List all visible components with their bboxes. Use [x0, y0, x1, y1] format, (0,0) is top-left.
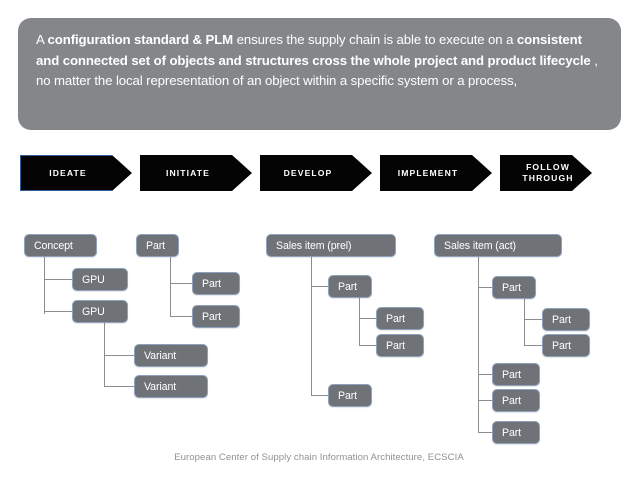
tree-node[interactable]: Part — [492, 421, 540, 444]
process-step-implement[interactable]: IMPLEMENT — [380, 155, 492, 191]
tree-node[interactable]: Concept — [24, 234, 97, 257]
tree-connector — [478, 432, 492, 433]
tree-node[interactable]: Part — [542, 334, 590, 357]
banner-run-4: , no matter the local representation of … — [36, 52, 598, 89]
tree-connector — [170, 316, 192, 317]
tree-node-label: Sales item (prel) — [276, 239, 352, 252]
tree-connector — [524, 319, 542, 320]
tree-node-label: Part — [552, 339, 572, 352]
tree-node[interactable]: Part — [542, 308, 590, 331]
tree-node[interactable]: Part — [492, 276, 536, 299]
tree-node[interactable]: GPU — [72, 268, 128, 291]
tree-node[interactable]: Part — [328, 384, 372, 407]
tree-connector — [104, 386, 134, 387]
tree-node-label: Part — [386, 339, 406, 352]
tree-connector — [104, 355, 134, 356]
process-step-label: INITIATE — [166, 167, 210, 178]
tree-node-label: Part — [502, 281, 522, 294]
tree-connector — [311, 257, 312, 396]
tree-node[interactable]: Variant — [134, 344, 208, 367]
banner-run-2: ensures the supply chain is able to exec… — [233, 32, 517, 47]
tree-connector — [44, 257, 45, 314]
process-step-label: IDEATE — [49, 167, 87, 178]
banner-run-0: A — [36, 32, 48, 47]
tree-node[interactable]: GPU — [72, 300, 128, 323]
summary-banner-text: A configuration standard & PLM ensures t… — [36, 30, 603, 92]
tree-connector — [311, 286, 328, 287]
tree-connector — [170, 257, 171, 317]
banner-emphasis-1: configuration standard & PLM — [47, 32, 234, 47]
tree-connector — [524, 299, 525, 346]
tree-connector — [359, 298, 360, 346]
tree-connector — [478, 257, 479, 433]
tree-node-label: GPU — [82, 305, 105, 318]
tree-node-label: Part — [202, 310, 222, 323]
footer-credit: European Center of Supply chain Informat… — [174, 452, 464, 463]
tree-node[interactable]: Part — [328, 275, 372, 298]
tree-connector — [311, 395, 328, 396]
tree-connector — [359, 345, 376, 346]
tree-node-label: Part — [202, 277, 222, 290]
tree-node[interactable]: Sales item (prel) — [266, 234, 396, 257]
process-step-ideate[interactable]: IDEATE — [20, 155, 132, 191]
tree-connector — [478, 287, 492, 288]
tree-node-label: GPU — [82, 273, 105, 286]
tree-node-label: Variant — [144, 380, 177, 393]
tree-node-label: Part — [502, 368, 522, 381]
tree-connector — [170, 283, 192, 284]
tree-connector — [478, 374, 492, 375]
tree-connector — [359, 318, 376, 319]
tree-connector — [44, 311, 72, 312]
tree-node-label: Part — [552, 313, 572, 326]
tree-connector — [524, 345, 542, 346]
tree-node-label: Sales item (act) — [444, 239, 516, 252]
tree-node[interactable]: Part — [376, 334, 424, 357]
tree-connector — [44, 279, 72, 280]
tree-node-label: Part — [386, 312, 406, 325]
process-step-develop[interactable]: DEVELOP — [260, 155, 372, 191]
process-step-initiate[interactable]: INITIATE — [140, 155, 252, 191]
tree-node[interactable]: Part — [192, 305, 240, 328]
tree-node[interactable]: Sales item (act) — [434, 234, 562, 257]
process-step-label: DEVELOP — [283, 167, 333, 178]
tree-node-label: Concept — [34, 239, 73, 252]
tree-node-label: Part — [338, 280, 358, 293]
tree-node[interactable]: Variant — [134, 375, 208, 398]
process-step-label: IMPLEMENT — [397, 167, 459, 178]
tree-node[interactable]: Part — [136, 234, 179, 257]
banner-emphasis-3: consistent and connected set of objects … — [36, 32, 595, 68]
summary-banner: A configuration standard & PLM ensures t… — [18, 18, 621, 130]
tree-node-label: Part — [146, 239, 166, 252]
tree-connector — [478, 400, 492, 401]
tree-node[interactable]: Part — [376, 307, 424, 330]
tree-node[interactable]: Part — [492, 363, 540, 386]
tree-node-label: Part — [338, 389, 358, 402]
tree-node[interactable]: Part — [192, 272, 240, 295]
tree-node[interactable]: Part — [492, 389, 540, 412]
tree-node-label: Variant — [144, 349, 177, 362]
tree-node-label: Part — [502, 394, 522, 407]
tree-node-label: Part — [502, 426, 522, 439]
